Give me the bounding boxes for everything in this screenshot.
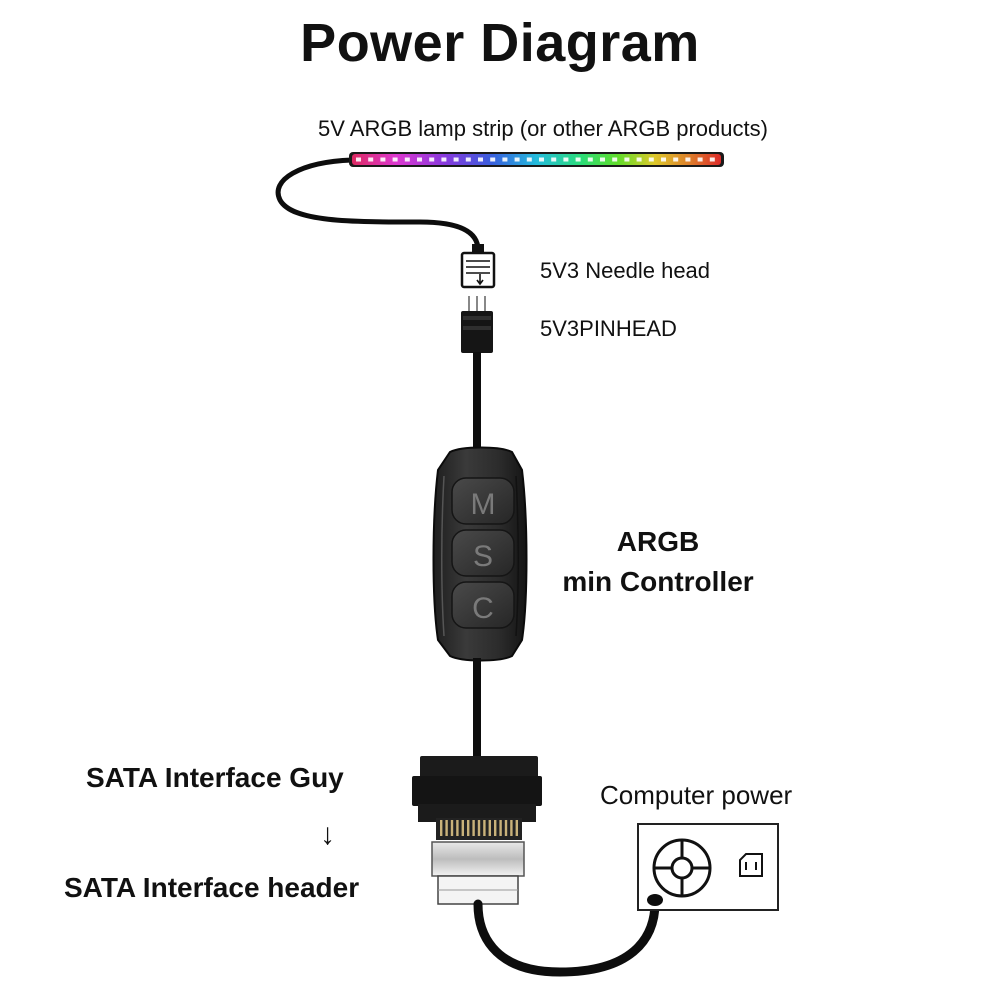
computer-power-supply (637, 823, 779, 911)
led-chip (490, 157, 496, 162)
sata-interface-guy (412, 756, 542, 840)
led-chip (368, 157, 374, 162)
sata-pin (445, 820, 448, 836)
led-chip (465, 157, 471, 162)
sata-interface-header (431, 841, 525, 905)
sata-pin (494, 820, 497, 836)
led-chip (600, 157, 605, 162)
led-chip (478, 157, 483, 162)
led-chip (404, 157, 410, 162)
pin-head-label: 5V3PINHEAD (540, 316, 677, 341)
led-chip (709, 157, 715, 162)
led-chip (636, 157, 642, 162)
led-chip (526, 157, 532, 162)
led-chip (429, 157, 435, 162)
sata-pin (472, 820, 475, 836)
sata-pin (483, 820, 486, 836)
led-chip (587, 157, 593, 162)
led-chip (441, 157, 447, 162)
controller-cable-top (473, 352, 481, 462)
led-chip (453, 157, 459, 162)
pin-head-connector (461, 296, 493, 353)
needle-head-connector (460, 244, 496, 289)
led-chip (514, 157, 520, 162)
sata-pin (499, 820, 502, 836)
led-chip (392, 157, 398, 162)
led-chip (612, 157, 618, 162)
led-chip (502, 157, 508, 162)
led-chip (563, 157, 569, 162)
needle-head-label: 5V3 Needle head (540, 258, 711, 283)
argb-mini-controller: M S C (432, 446, 528, 662)
sata-header-label: SATA Interface header (64, 872, 360, 903)
lamp-strip-label: 5V ARGB lamp strip (or other ARGB produc… (318, 116, 768, 141)
sata-pin (456, 820, 459, 836)
led-chip (661, 157, 666, 162)
led-chip (380, 157, 386, 162)
sata-guy-label: SATA Interface Guy (86, 762, 344, 793)
sata-pin (461, 820, 464, 836)
controller-button-c: C (472, 592, 494, 625)
controller-label-line1: ARGB (616, 526, 700, 557)
sata-pin (504, 820, 508, 836)
led-chip (356, 157, 361, 162)
argb-lamp-strip (349, 152, 724, 167)
led-chip (575, 157, 581, 162)
sata-pin (515, 820, 518, 836)
controller-cable-bottom (473, 658, 481, 760)
led-chip (673, 157, 679, 162)
led-chip (624, 157, 630, 162)
sata-pin (510, 820, 513, 836)
sata-pin (450, 820, 454, 836)
strip-cable (275, 157, 481, 253)
led-chip (697, 157, 703, 162)
led-chip (539, 157, 544, 162)
controller-button-s: S (473, 540, 493, 573)
sata-pin (488, 820, 491, 836)
sata-pin (467, 820, 470, 836)
psu-cable (473, 895, 660, 977)
diagram-title: Power Diagram (300, 13, 700, 73)
sata-pin (440, 820, 443, 836)
led-chip (648, 157, 654, 162)
controller-label: ARGB min Controller (548, 522, 768, 602)
sata-pin (477, 820, 481, 836)
controller-label-line2: min Controller (562, 566, 754, 597)
led-chip (417, 157, 422, 162)
led-chip (685, 157, 691, 162)
controller-button-m: M (471, 488, 496, 521)
down-arrow-icon: ↓ (320, 818, 335, 851)
led-chip (551, 157, 557, 162)
computer-power-label: Computer power (600, 780, 793, 810)
